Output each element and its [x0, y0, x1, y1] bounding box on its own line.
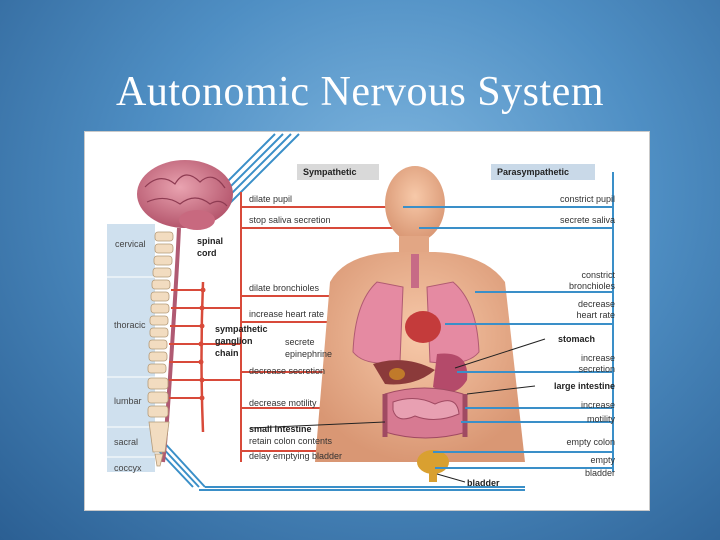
- para-effect-empty-colon: empty colon: [566, 437, 615, 447]
- para-effect-increase-2: increase: [581, 400, 615, 410]
- para-effect-increase-1: increase: [581, 353, 615, 363]
- sym-effect-decrease-secretion: decrease secretion: [249, 366, 325, 376]
- sympathetic-header: Sympathetic: [303, 167, 357, 177]
- para-effect-decrease: decrease: [578, 299, 615, 309]
- para-effect-bladder: bladder: [585, 468, 615, 478]
- label-spinal: spinal: [197, 236, 223, 246]
- sym-effect-epinephrine: epinephrine: [285, 349, 332, 359]
- sym-effect-secrete: secrete: [285, 337, 315, 347]
- sym-effect-stop-saliva: stop saliva secretion: [249, 215, 331, 225]
- region-sacral: sacral: [114, 437, 138, 447]
- brain-illustration: [137, 160, 233, 230]
- label-small-intestine: small intestine: [249, 424, 312, 434]
- spine-region-band: [107, 224, 155, 472]
- label-cord: cord: [197, 248, 217, 258]
- sym-effect-dilate-bronchioles: dilate bronchioles: [249, 283, 320, 293]
- region-lumbar: lumbar: [114, 396, 142, 406]
- ans-diagram: cervical thoracic lumbar sacral coccyx: [84, 131, 650, 511]
- slide-title: Autonomic Nervous System: [0, 68, 720, 116]
- region-cervical: cervical: [115, 239, 146, 249]
- para-effect-constrict-pupil: constrict pupil: [560, 194, 615, 204]
- para-effect-heart-rate: heart rate: [576, 310, 615, 320]
- sym-effect-retain-colon: retain colon contents: [249, 436, 333, 446]
- para-effect-secretion: secretion: [578, 364, 615, 374]
- label-bladder: bladder: [467, 478, 500, 488]
- para-effect-constrict: constrict: [581, 270, 615, 280]
- region-thoracic: thoracic: [114, 320, 146, 330]
- sym-effect-dilate-pupil: dilate pupil: [249, 194, 292, 204]
- para-effect-motility: motility: [587, 414, 616, 424]
- para-effect-secrete-saliva: secrete saliva: [560, 215, 615, 225]
- label-chain: chain: [215, 348, 239, 358]
- label-stomach: stomach: [558, 334, 595, 344]
- ganglion-chain: [202, 282, 204, 432]
- label-sympathetic: sympathetic: [215, 324, 268, 334]
- para-effect-empty: empty: [590, 455, 615, 465]
- sym-effect-decrease-motility: decrease motility: [249, 398, 317, 408]
- region-coccyx: coccyx: [114, 463, 142, 473]
- sym-effect-increase-heart-rate: increase heart rate: [249, 309, 324, 319]
- label-ganglion: ganglion: [215, 336, 253, 346]
- parasympathetic-header: Parasympathetic: [497, 167, 569, 177]
- label-large-intestine: large intestine: [554, 381, 615, 391]
- para-effect-bronchioles: bronchioles: [569, 281, 616, 291]
- diagram-canvas: cervical thoracic lumbar sacral coccyx: [85, 132, 649, 510]
- sym-effect-delay-bladder: delay emptying bladder: [249, 451, 342, 461]
